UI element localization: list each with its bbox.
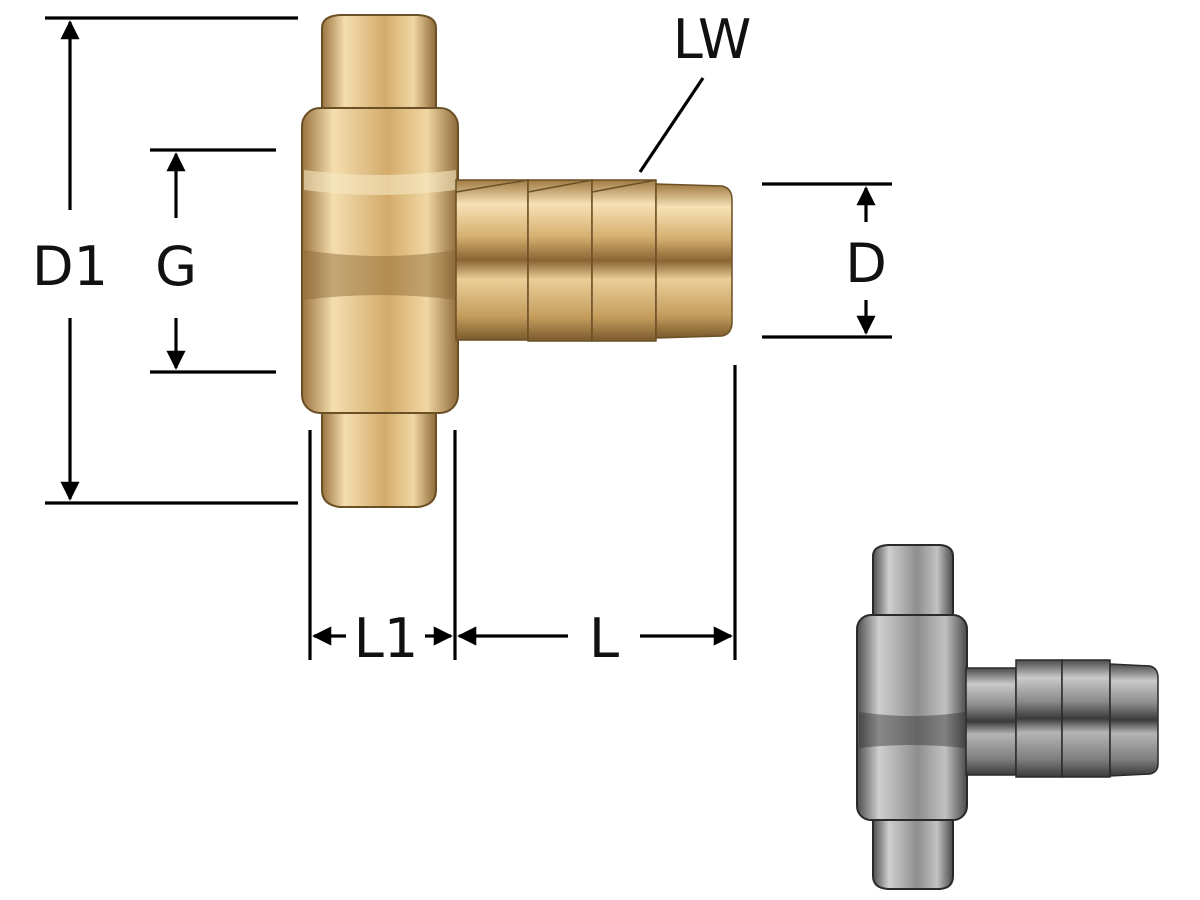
dimension-l: L [457,365,737,670]
nickel-top-wing [872,544,954,621]
g-label: G [155,235,197,298]
dimension-g: G [150,148,276,374]
d-label: D [845,232,887,295]
l-label: L [589,607,619,670]
dimension-d: D [762,182,892,339]
nickel-hose-tail [965,659,1159,778]
l1-label: L1 [354,607,418,670]
nickel-bottom-wing [872,814,954,890]
nickel-fitting [856,544,1159,890]
brass-bottom-wing [321,407,437,508]
dimension-d1: D1 [32,16,298,505]
brass-hose-tail [455,179,733,342]
dimension-l1: L1 [308,430,457,670]
d1-label: D1 [32,235,108,298]
dimension-lw: LW [638,8,752,173]
lw-label: LW [673,8,752,71]
brass-top-wing [321,14,437,113]
brass-fitting [301,14,733,508]
